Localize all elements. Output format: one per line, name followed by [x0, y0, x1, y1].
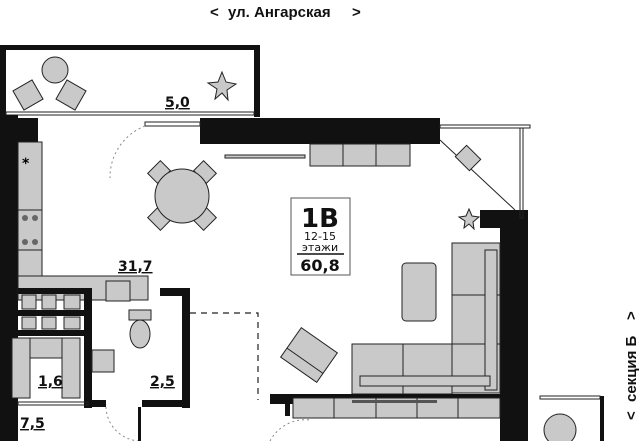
balcony-door[interactable] [144, 121, 201, 127]
section-arrow-left[interactable]: < [623, 411, 640, 420]
area-storage: 1,6 [38, 374, 63, 390]
storage-shelves [11, 294, 81, 399]
kitchen-counter: * [17, 141, 149, 302]
fridge-icon: * [22, 156, 30, 172]
plant-icon [457, 207, 481, 231]
section-label: секция Б [623, 335, 640, 402]
kitchen-sink [105, 280, 131, 302]
apartment-floors-word: этажи [302, 241, 338, 254]
area-living-kitchen: 31,7 [118, 259, 153, 275]
apartment-badge: 1В 12-15 этажи 60,8 [290, 197, 351, 276]
balcony-table [41, 56, 69, 84]
corner-sofa [351, 242, 501, 395]
balcony-chair [55, 79, 87, 111]
wall-cabinets [224, 143, 411, 167]
balcony-chair [543, 413, 577, 441]
tv-unit [292, 397, 501, 419]
toilet [128, 309, 152, 349]
apartment-floors: 12-15 [304, 230, 336, 243]
street-arrow-right[interactable]: > [352, 4, 361, 21]
desk-chair [454, 144, 482, 172]
section-arrow-right[interactable]: > [623, 311, 640, 320]
area-hall: 7,5 [20, 416, 45, 432]
plant-icon [206, 70, 238, 102]
area-balcony: 5,0 [165, 95, 190, 111]
apartment-type: 1В [301, 204, 339, 234]
apartment-area: 60,8 [300, 256, 339, 275]
coffee-table [401, 262, 437, 322]
area-bathroom: 2,5 [150, 374, 175, 390]
armchair [279, 326, 339, 384]
bathroom-sink [91, 349, 115, 373]
dining-table [146, 159, 218, 232]
street-arrow-left[interactable]: < [210, 4, 219, 21]
section-label-group: < секция Б > [623, 311, 640, 420]
street-label: ул. Ангарская [228, 4, 331, 21]
stove-icon [17, 209, 43, 251]
balcony-chair [12, 79, 44, 111]
